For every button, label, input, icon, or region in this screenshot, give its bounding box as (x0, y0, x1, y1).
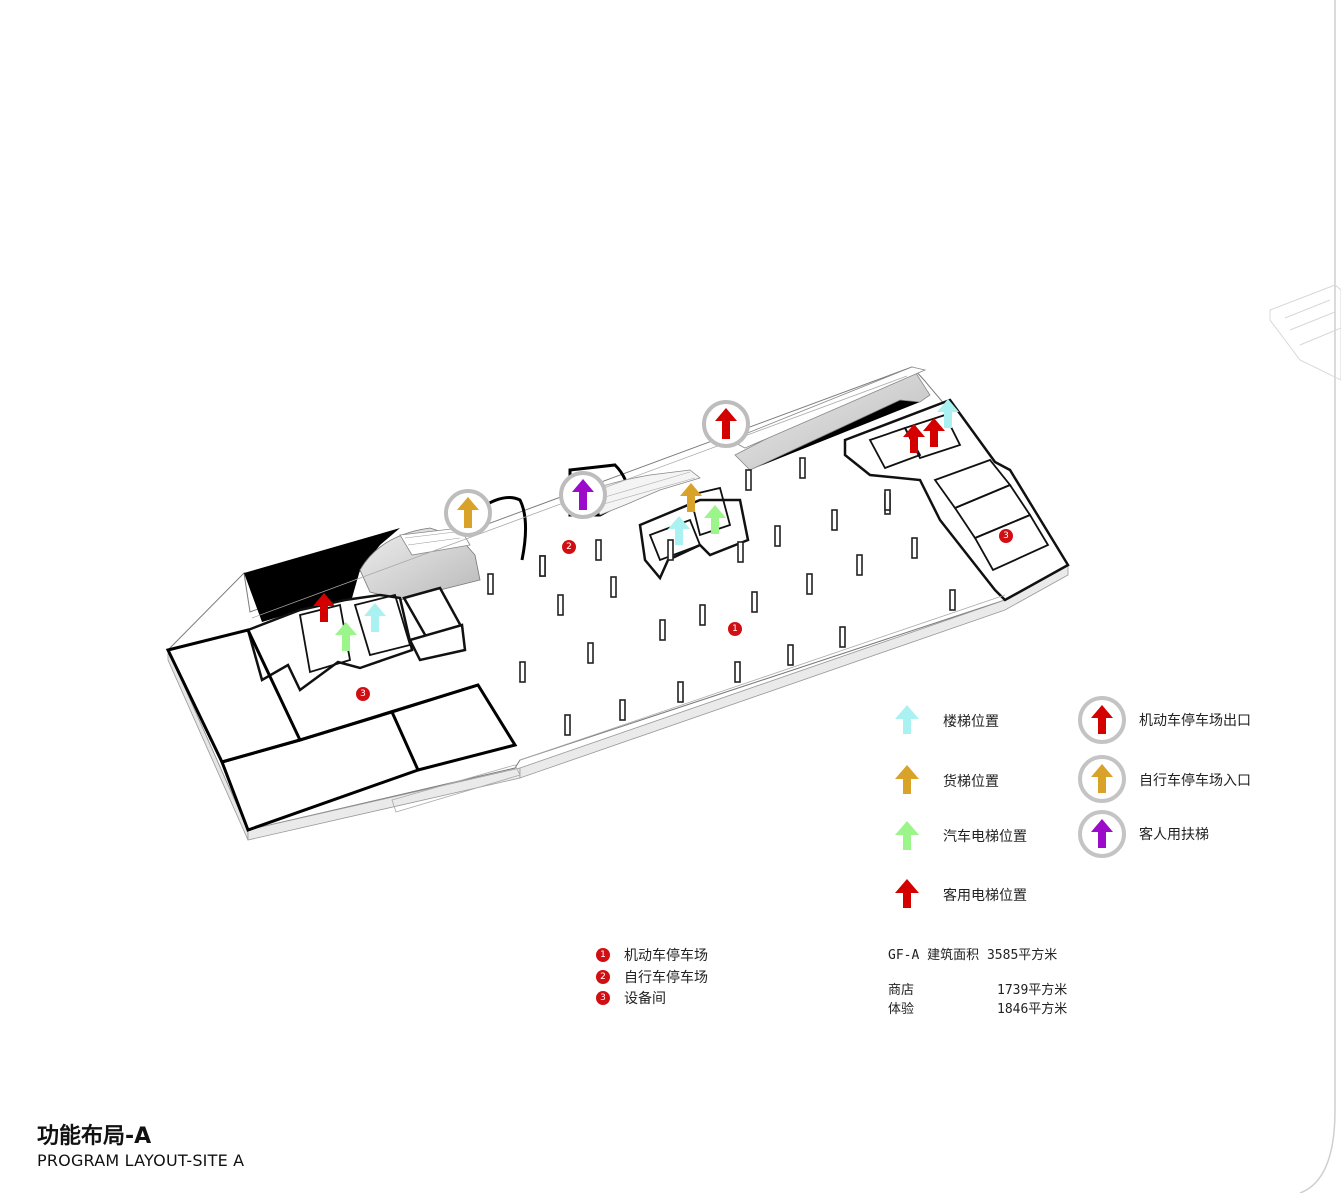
area-row-value: 1739平方米 (997, 983, 1068, 998)
central-core (638, 486, 750, 581)
ramp-wall (244, 528, 400, 622)
plan-arrows (313, 399, 959, 651)
zone-badge: 3 (596, 991, 610, 1005)
bicycle-entrance-marker (444, 489, 492, 537)
freight-arrow-icon (895, 765, 919, 794)
zone-badge: 2 (596, 970, 610, 984)
legend-freight-label: 货梯位置 (943, 774, 999, 790)
area-row-value: 1846平方米 (997, 1002, 1068, 1017)
page-title: 功能布局-A (37, 1124, 152, 1149)
page-edge (1299, 0, 1336, 1193)
passenger-lift-arrow-icon (895, 879, 919, 908)
zone-label-bicycle: 自行车停车场 (624, 970, 708, 986)
legend-bicycle-entrance-label: 自行车停车场入口 (1139, 773, 1251, 789)
area-heading: GF-A 建筑面积 3585平方米 (888, 948, 1058, 963)
legend-car-lift-label: 汽车电梯位置 (943, 829, 1027, 845)
area-row-name: 商店 (888, 983, 915, 998)
vehicle-exit-marker (702, 400, 750, 448)
plan-marker-equipment-west: 3 (356, 687, 370, 701)
legend-icons (895, 696, 1126, 908)
arrow-up-icon (668, 516, 690, 545)
legend-stair-label: 楼梯位置 (943, 714, 999, 730)
legend-vehicle-exit-label: 机动车停车场出口 (1139, 713, 1251, 729)
plan-marker-bicycle: 2 (562, 540, 576, 554)
area-row-name: 体验 (888, 1002, 915, 1017)
page-subtitle: PROGRAM LAYOUT-SITE A (37, 1151, 245, 1170)
north-ramp (734, 366, 931, 471)
circle-markers (444, 400, 750, 537)
arrow-up-icon (704, 505, 726, 534)
plan-marker-equipment-east: 3 (999, 529, 1013, 543)
arrow-up-icon (457, 497, 479, 528)
zone-badge: 1 (596, 948, 610, 962)
arrow-up-icon (680, 483, 702, 512)
southwest-rooms (165, 628, 518, 832)
arrow-up-icon (572, 479, 594, 510)
arrow-up-icon (903, 424, 925, 453)
arrow-up-icon (364, 603, 386, 632)
arrow-up-icon (313, 593, 335, 622)
arrow-up-icon (335, 622, 357, 651)
legend-passenger-lift-label: 客用电梯位置 (943, 888, 1027, 904)
stair-arrow-icon (895, 705, 919, 734)
zone-label-equipment: 设备间 (624, 991, 666, 1007)
legend-escalator-label: 客人用扶梯 (1139, 827, 1209, 843)
zone-label-parking: 机动车停车场 (624, 948, 708, 964)
car-lift-arrow-icon (895, 821, 919, 850)
arrow-up-icon (923, 418, 945, 447)
arrow-up-icon (937, 399, 959, 428)
plan-marker-parking: 1 (728, 622, 742, 636)
arrow-up-icon (715, 408, 737, 439)
vehicle-exit-arrow-icon (1091, 705, 1113, 734)
key-plan-thumbnail (1269, 284, 1341, 381)
bicycle-entrance-arrow-icon (1091, 764, 1113, 793)
columns (487, 457, 956, 736)
escalator-marker (559, 471, 607, 519)
escalator-arrow-icon (1091, 819, 1113, 848)
